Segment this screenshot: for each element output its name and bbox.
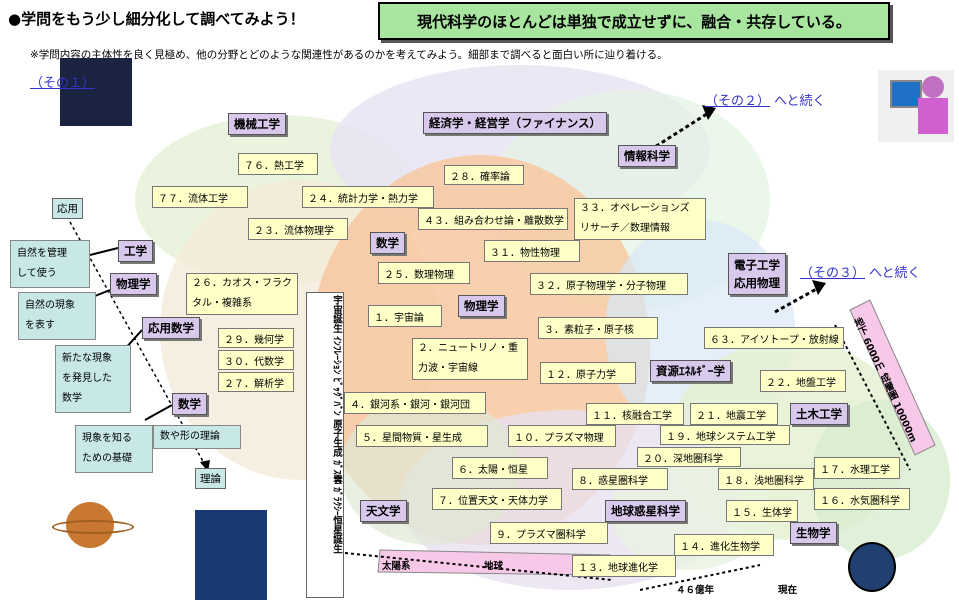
topic-5: ５．星間物質・星生成 — [356, 425, 488, 447]
label-riron: 理論 — [195, 468, 226, 489]
step-express-nature: 自然の現象 を表す — [18, 292, 96, 340]
step-new-math: 新たな現象 を発見した 数学 — [55, 345, 131, 413]
topic-2: ２．ニュートリノ・重 力波・宇宙線 — [412, 338, 528, 380]
topic-32: ３２．原子物理学・分子物理 — [530, 273, 688, 295]
topic-19: １９．地球システム工学 — [660, 425, 790, 445]
timeline-earth: 地球 — [484, 561, 504, 572]
field-kogaku: 工学 — [118, 240, 153, 262]
label-oyo: 応用 — [52, 198, 83, 219]
topic-15: １５．生体学 — [726, 500, 798, 522]
part2-link[interactable]: （その２） へと続く — [705, 94, 826, 109]
note-text: ※学問内容の主体性を良く見極め、他の分野とどのような関連性があるのかを考えてみよ… — [30, 49, 668, 61]
banner: 現代科学のほとんどは単独で成立せずに、融合・共存している。 — [378, 2, 890, 40]
field-denshi: 電子工学 応用物理 — [728, 253, 786, 295]
vertical-timeline-left: 宇宙誕生 ｲﾝﾌﾚｰｼｮﾝ ﾋﾞｯｸﾞﾊﾞﾝ 原子生成 ｶﾞｽ雲 ｶﾞﾗｸｼｰ恒… — [306, 292, 344, 598]
field-butsuri-center: 物理学 — [458, 295, 505, 317]
topic-17: １７．水理工学 — [814, 457, 900, 479]
field-doboku: 土木工学 — [790, 403, 848, 425]
topic-4: ４．銀河系・銀河・銀河団 — [344, 392, 486, 414]
timeline-past: ４６億年 — [676, 585, 715, 596]
topic-26: ２６．カオス・フラク タル・複雑系 — [186, 273, 298, 315]
topic-77: ７７．流体工学 — [152, 186, 248, 208]
topic-43: ４３．組み合わせ論・離散数学 — [418, 208, 568, 230]
step-manage-nature: 自然を管理 して使う — [10, 240, 90, 288]
part1-link[interactable]: （その１） — [30, 76, 96, 91]
welder-image — [60, 58, 132, 126]
topic-14: １４．進化生物学 — [674, 534, 774, 556]
topic-27: ２７．解析学 — [218, 372, 294, 392]
shuttle-image — [195, 510, 267, 600]
topic-6: ６．太陽・恒星 — [452, 457, 548, 479]
step-number-theory: 数や形の理論 — [153, 425, 241, 449]
topic-7: ７．位置天文・天体力学 — [432, 488, 562, 510]
topic-11: １１．核融合工学 — [586, 403, 684, 425]
computer-user-image — [878, 70, 954, 142]
field-chikyu: 地球惑星科学 — [605, 500, 686, 522]
topic-13: １３．地球進化学 — [572, 555, 676, 577]
page-title: ●学問をもう少し細分化して調べてみよう！ — [8, 10, 305, 28]
field-seibutsu: 生物学 — [790, 522, 837, 544]
topic-23: ２３．流体物理学 — [248, 218, 348, 240]
topic-16: １６．水気圏科学 — [814, 488, 910, 510]
field-sugaku-left: 数学 — [172, 393, 207, 415]
topic-30: ３０．代数学 — [218, 350, 294, 370]
topic-22: ２２．地盤工学 — [760, 370, 846, 392]
saturn-image — [52, 490, 134, 560]
timeline-now: 現在 — [778, 585, 798, 596]
topic-9: ９．プラズマ圏科学 — [490, 522, 608, 544]
field-kikai: 機械工学 — [228, 113, 286, 135]
topic-31: ３１．物性物理 — [484, 240, 580, 262]
field-joho: 情報科学 — [618, 145, 676, 167]
topic-10: １０．プラズマ物理 — [508, 425, 616, 447]
topic-3: ３．素粒子・原子核 — [538, 317, 658, 339]
part3-link[interactable]: （その３） へと続く — [800, 266, 921, 281]
topic-33: ３３．オペレーションズ リサーチ／数理情報 — [574, 198, 706, 240]
topic-28: ２８．確率論 — [444, 165, 524, 185]
topic-12: １２．原子力学 — [540, 362, 636, 384]
field-oyosugaku: 応用数学 — [142, 317, 200, 339]
topic-18: １８．浅地圏科学 — [718, 468, 814, 490]
field-butsuri-left: 物理学 — [110, 273, 157, 295]
step-foundation: 現象を知る ための基礎 — [75, 425, 153, 473]
topic-1: １．宇宙論 — [368, 305, 442, 327]
field-tenmon: 天文学 — [360, 500, 407, 522]
topic-63: ６３．アイソトープ・放射線 — [704, 327, 844, 349]
topic-8: ８．惑星圏科学 — [572, 468, 668, 490]
field-keizai: 経済学・経営学（ファイナンス） — [423, 112, 608, 134]
earth-image — [848, 542, 896, 592]
topic-21: ２１．地震工学 — [690, 403, 778, 425]
timeline-solar: 太陽系 — [382, 561, 411, 572]
topic-76: ７６．熱工学 — [238, 153, 318, 175]
topic-29: ２９．幾何学 — [218, 328, 294, 348]
field-sugaku-center: 数学 — [370, 232, 405, 254]
topic-25: ２５．数理物理 — [378, 262, 470, 284]
topic-24: ２４．統計力学・熱力学 — [302, 186, 434, 208]
topic-20: ２０．深地圏科学 — [637, 447, 741, 467]
field-shigen: 資源ｴﾈﾙｷﾞｰ学 — [650, 360, 731, 382]
